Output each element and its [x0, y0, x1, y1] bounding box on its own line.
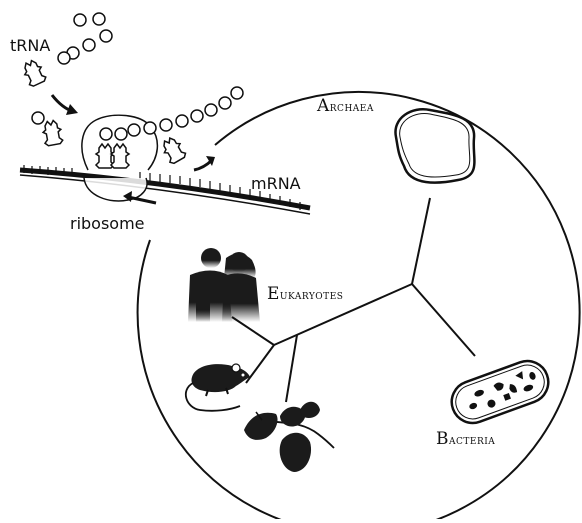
bacteria-cell-icon [446, 355, 554, 429]
amino-acid-icon [58, 13, 112, 64]
peptide-chain-icon [128, 87, 243, 136]
plant-icon [244, 402, 334, 472]
archaea-cell-icon [395, 109, 474, 182]
mrna-label: mRNA [251, 174, 301, 193]
eukaryotes-label: Eukaryotes [267, 284, 343, 304]
ribosome-label: ribosome [70, 214, 145, 233]
bacteria-label: Bacteria [436, 429, 495, 449]
trna-label: tRNA [10, 36, 50, 55]
humans-icon [188, 248, 260, 322]
released-trna-icon [159, 135, 187, 165]
rat-icon [186, 364, 250, 411]
archaea-label: Archaea [317, 96, 374, 116]
direction-arrow-icon [128, 197, 156, 203]
